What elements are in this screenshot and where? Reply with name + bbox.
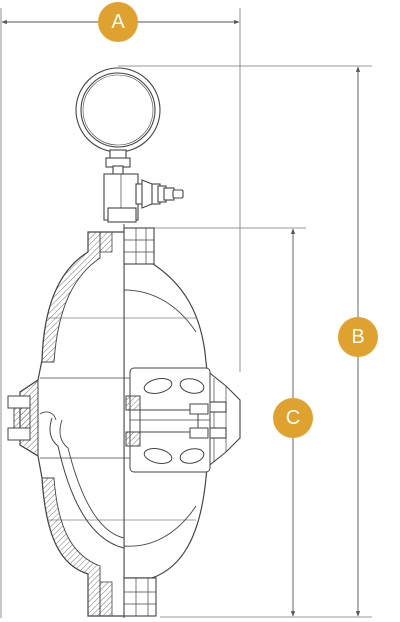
- dimension-b-label: B: [351, 326, 364, 348]
- dimension-c-badge: C: [273, 398, 313, 438]
- gauge-face: [82, 74, 154, 146]
- upper-shell-section: [7, 231, 124, 617]
- pressure-gauge: [75, 67, 161, 153]
- cage-slot: [179, 378, 205, 394]
- tee-lower-nut: [107, 207, 137, 223]
- center-flange: [205, 368, 241, 470]
- lower-shell: [123, 289, 197, 547]
- inner-bladder-left: [49, 417, 124, 549]
- bottom-port-wall-left: [99, 581, 113, 617]
- top-port-wall-left: [99, 231, 113, 253]
- top-nozzle: [123, 227, 155, 265]
- badge-circle: [338, 317, 378, 357]
- side-valve-tip: [172, 189, 184, 199]
- dimension-a-label: A: [111, 11, 125, 33]
- shell-wall-upper: [41, 231, 101, 363]
- cage-center-bar: [139, 409, 199, 433]
- badge-circle: [98, 2, 138, 42]
- badge-circle: [273, 398, 313, 438]
- gauge-inner-ring: [80, 72, 156, 148]
- cage-slot: [179, 448, 205, 464]
- gauge-outer-ring: [75, 67, 161, 153]
- dimension-a-badge: A: [98, 2, 138, 42]
- dimension-b-badge: B: [338, 317, 378, 357]
- cage-slot: [143, 378, 173, 394]
- valve-fitting: [103, 173, 184, 223]
- inner-bladder: [125, 367, 211, 473]
- flange-bolt: [207, 401, 227, 413]
- flange-bolt: [207, 427, 227, 439]
- dimension-c-label: C: [286, 407, 300, 429]
- dimension-c: C: [152, 227, 313, 617]
- cage-slot: [143, 448, 173, 464]
- bottom-nozzle: [123, 577, 157, 617]
- dimension-a: A: [0, 2, 241, 618]
- dimension-b: B: [118, 65, 378, 618]
- gauge-stem: [105, 149, 131, 177]
